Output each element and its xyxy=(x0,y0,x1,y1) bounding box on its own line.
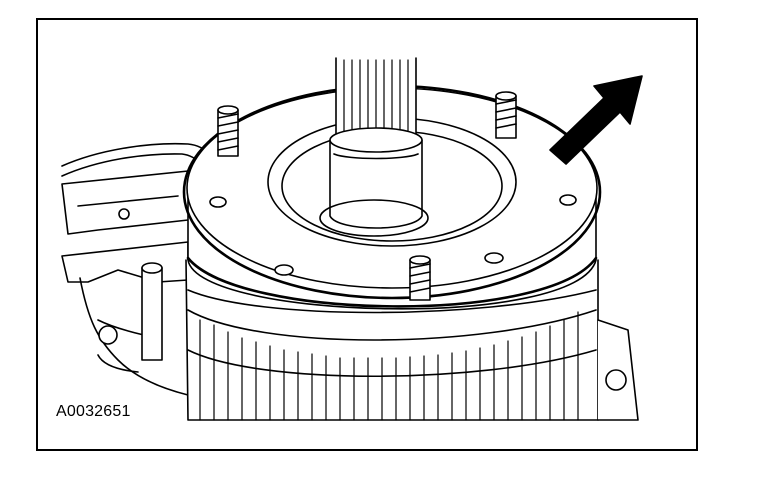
callout-arrow xyxy=(549,75,643,165)
input-shaft xyxy=(319,57,429,237)
mounting-studs xyxy=(217,91,517,301)
clutch-drum xyxy=(182,84,602,310)
technical-illustration xyxy=(61,57,643,421)
diagram-frame: A0032651 xyxy=(36,18,698,451)
dowel-pin xyxy=(141,262,163,361)
figure-id-label: A0032651 xyxy=(56,403,131,420)
